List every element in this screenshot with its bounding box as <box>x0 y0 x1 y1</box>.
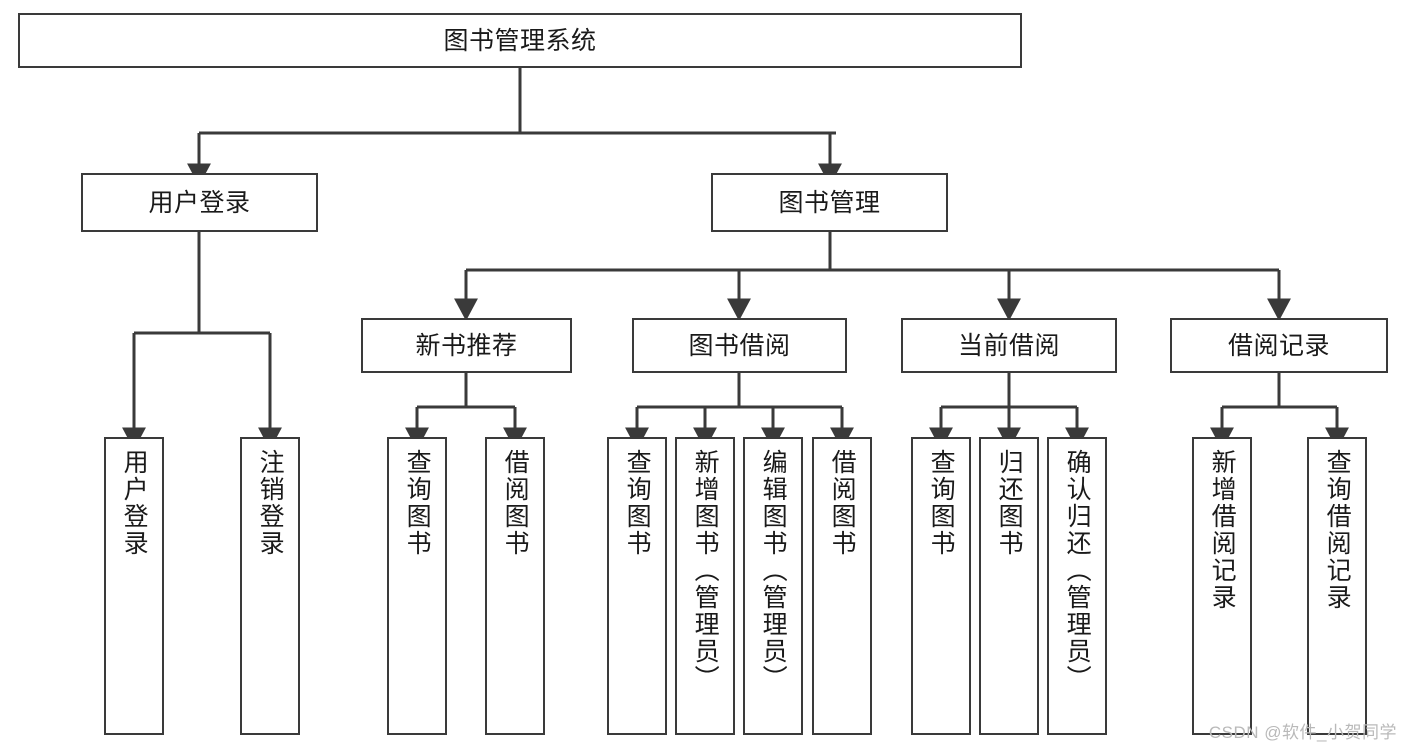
node-label: 图书借阅 <box>688 331 791 360</box>
node-new-book-recommend[interactable]: 新书推荐 <box>361 318 572 373</box>
node-book-borrow[interactable]: 图书借阅 <box>632 318 847 373</box>
node-label: 归还图书 <box>995 449 1024 557</box>
leaf-edit-book-admin[interactable]: 编辑图书（管理员） <box>743 437 803 735</box>
leaf-add-borrow-record[interactable]: 新增借阅记录 <box>1192 437 1252 735</box>
node-current-borrow[interactable]: 当前借阅 <box>901 318 1117 373</box>
node-label: 图书管理系统 <box>443 26 597 55</box>
leaf-confirm-return-admin[interactable]: 确认归还（管理员） <box>1047 437 1107 735</box>
node-label: 确认归还（管理员） <box>1063 449 1092 692</box>
node-label: 查询借阅记录 <box>1323 449 1352 611</box>
node-label: 编辑图书（管理员） <box>759 449 788 692</box>
node-label: 注销登录 <box>256 449 285 557</box>
node-label: 借阅图书 <box>501 449 530 557</box>
leaf-borrow-book[interactable]: 借阅图书 <box>812 437 872 735</box>
leaf-return-book[interactable]: 归还图书 <box>979 437 1039 735</box>
node-label: 用户登录 <box>120 449 149 557</box>
node-label: 新增借阅记录 <box>1208 449 1237 611</box>
node-label: 借阅图书 <box>828 449 857 557</box>
leaf-query-book-recommend[interactable]: 查询图书 <box>387 437 447 735</box>
node-label: 查询图书 <box>927 449 956 557</box>
leaf-user-login[interactable]: 用户登录 <box>104 437 164 735</box>
node-label: 查询图书 <box>403 449 432 557</box>
node-label: 借阅记录 <box>1227 331 1330 360</box>
leaf-query-book-current[interactable]: 查询图书 <box>911 437 971 735</box>
node-label: 查询图书 <box>623 449 652 557</box>
node-label: 新书推荐 <box>415 331 518 360</box>
node-label: 当前借阅 <box>957 331 1060 360</box>
leaf-logout-login[interactable]: 注销登录 <box>240 437 300 735</box>
node-borrow-record[interactable]: 借阅记录 <box>1170 318 1388 373</box>
leaf-borrow-book-recommend[interactable]: 借阅图书 <box>485 437 545 735</box>
leaf-add-book-admin[interactable]: 新增图书（管理员） <box>675 437 735 735</box>
node-label: 用户登录 <box>148 188 251 217</box>
node-root-book-management-system[interactable]: 图书管理系统 <box>18 13 1022 68</box>
leaf-query-book-borrow[interactable]: 查询图书 <box>607 437 667 735</box>
watermark-text: CSDN @软件_小贺同学 <box>1208 723 1397 742</box>
node-user-login[interactable]: 用户登录 <box>81 173 318 232</box>
leaf-query-borrow-record[interactable]: 查询借阅记录 <box>1307 437 1367 735</box>
node-label: 图书管理 <box>778 188 881 217</box>
node-book-management[interactable]: 图书管理 <box>711 173 948 232</box>
node-label: 新增图书（管理员） <box>691 449 720 692</box>
